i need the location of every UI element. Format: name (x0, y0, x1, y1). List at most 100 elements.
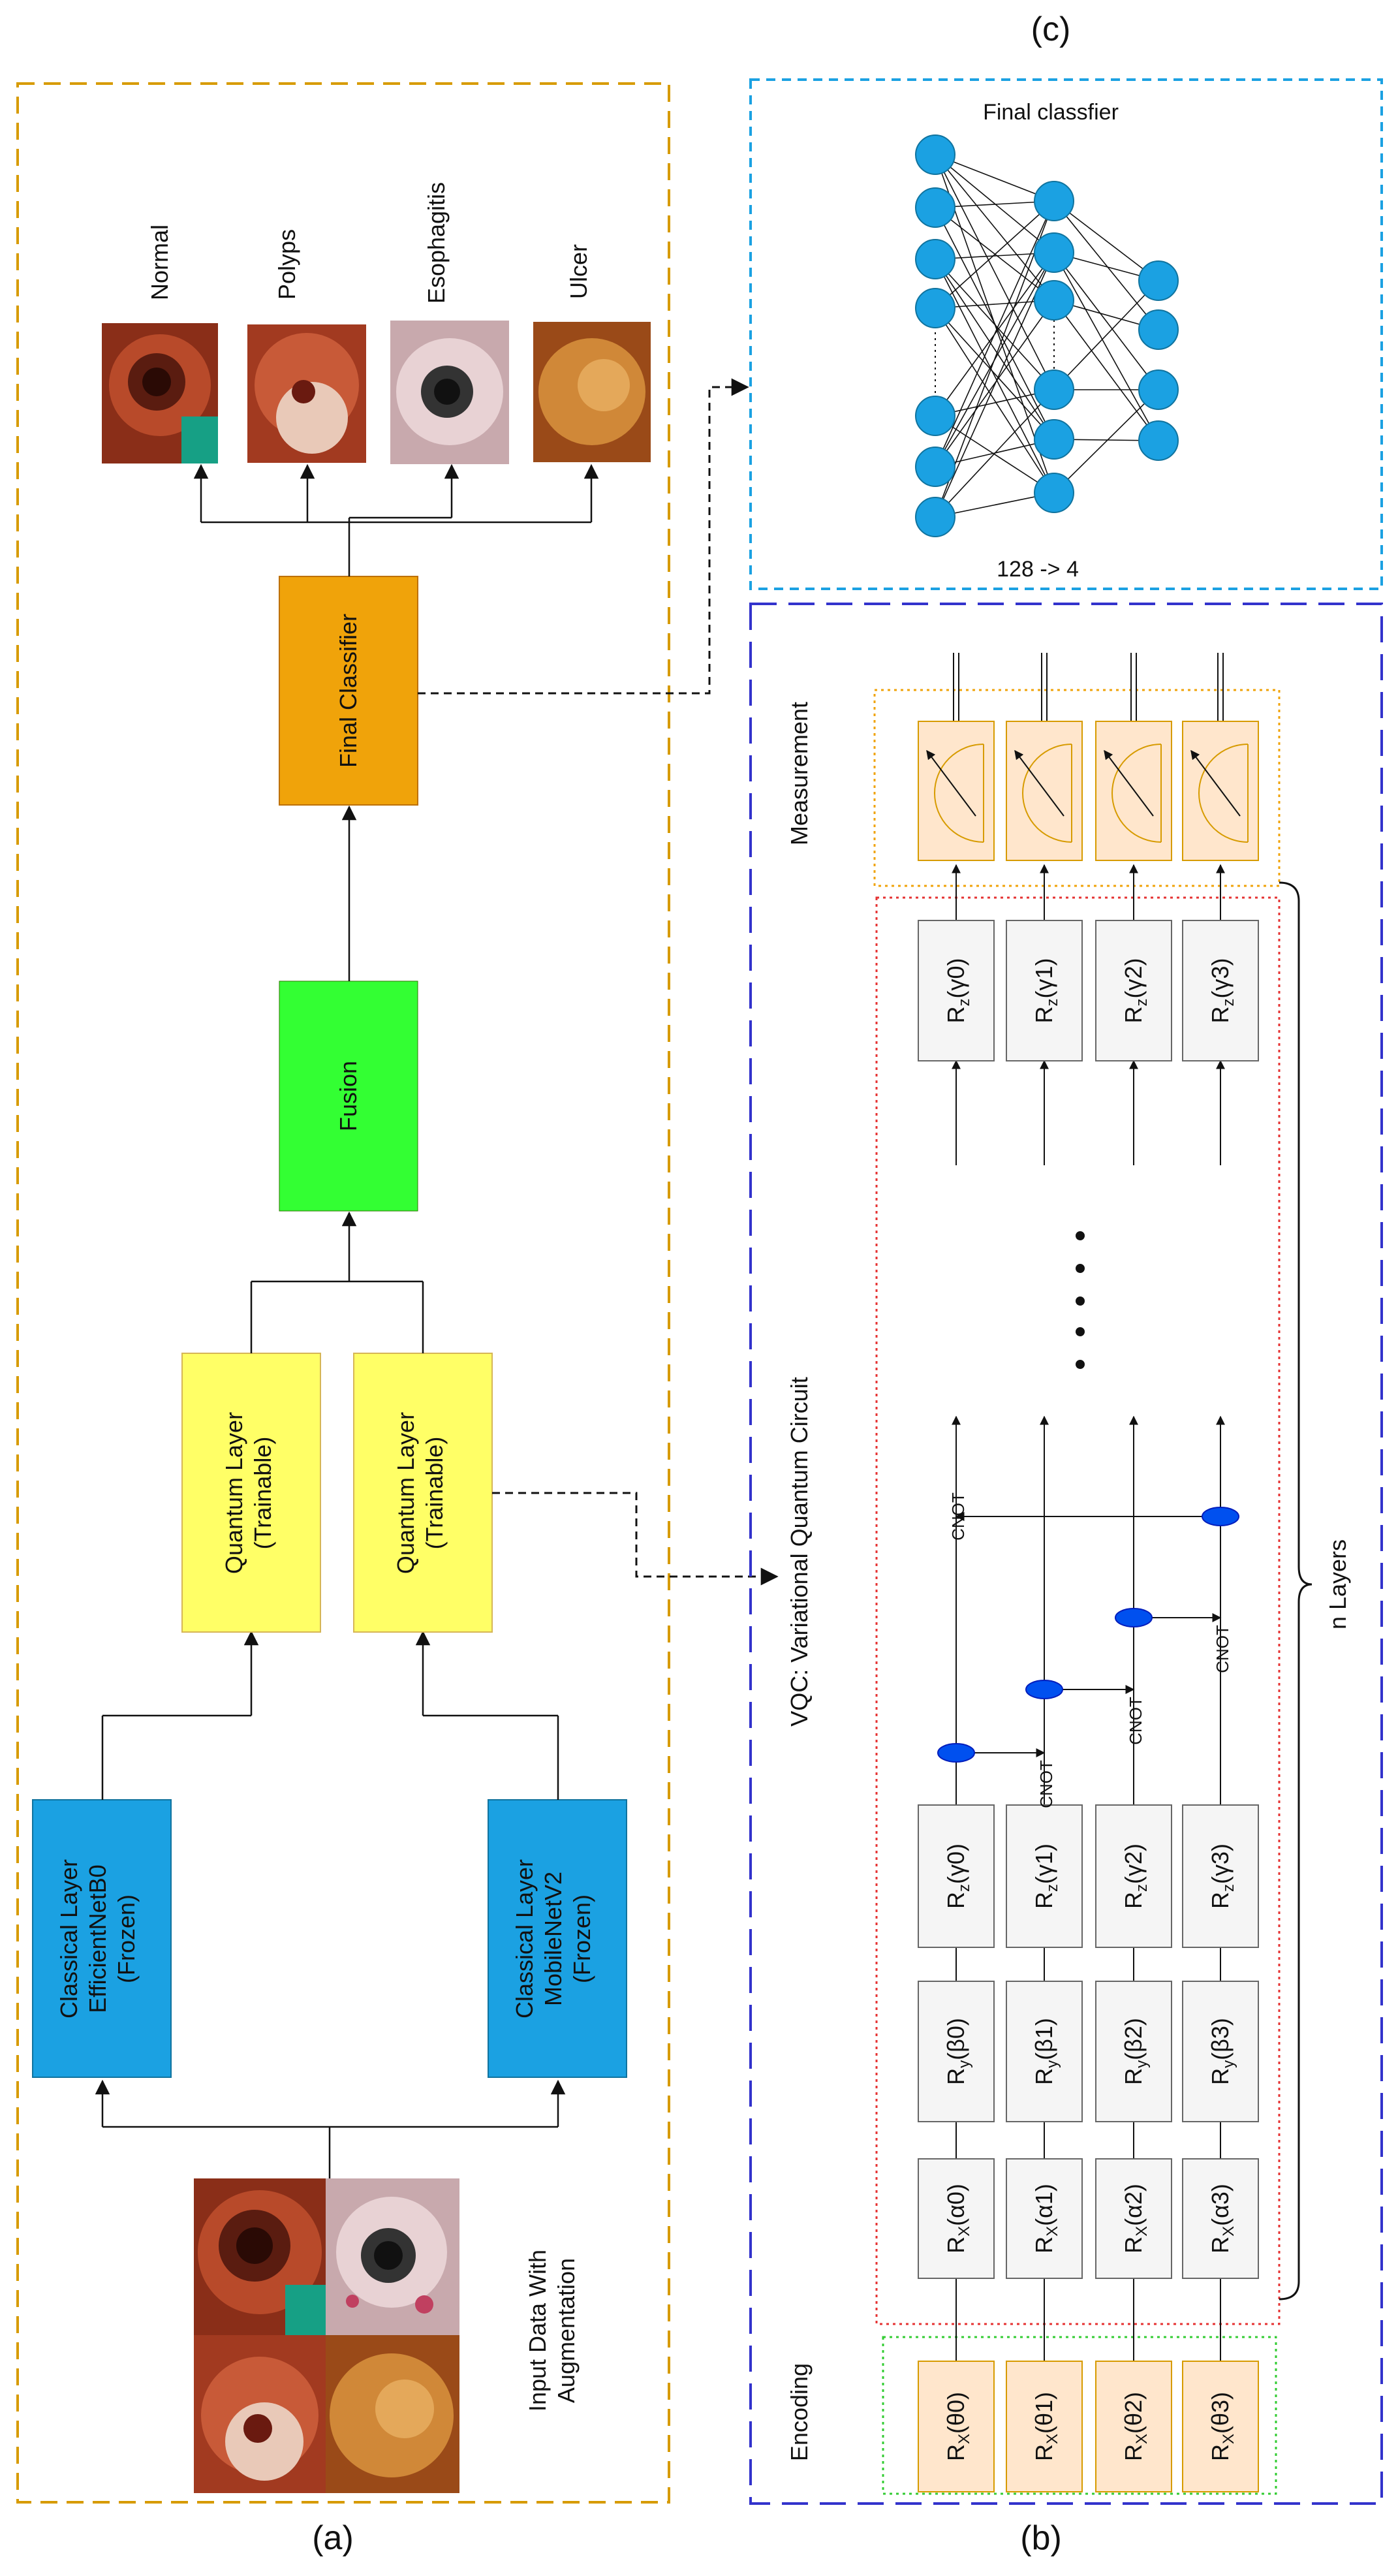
nn-edge (935, 307, 1055, 494)
svg-text:(Trainable): (Trainable) (421, 1437, 448, 1550)
encoding-gate-3: RX(θ3) (1182, 2361, 1259, 2492)
encoding-gate-3-box (1182, 2361, 1259, 2492)
nn-edge (935, 259, 1055, 440)
cnot-label: CNOT (1213, 1625, 1232, 1673)
rx-gate-0: RX(α0) (918, 2158, 995, 2279)
cnot-label: CNOT (948, 1492, 968, 1541)
measurement-needle (1104, 749, 1154, 817)
input-mosaic (194, 2178, 459, 2493)
connector-quantum-fusion (250, 1211, 424, 1353)
class-image-normal (102, 323, 218, 463)
class-image-polyps (247, 324, 366, 463)
rz-gate-3-box (1182, 1804, 1259, 1948)
nn-edge (935, 259, 1055, 494)
cnot-gate-1: CNOT (1025, 1680, 1145, 1745)
rx-gate-0-text: RX(α0) (942, 2184, 973, 2254)
ry-gate-3: Ry(β3) (1182, 1981, 1259, 2122)
ry-gate-1: Ry(β1) (1006, 1981, 1083, 2122)
classical-layer-mobilenet-box (488, 1799, 627, 2078)
class-image-ulcer (533, 322, 651, 462)
nn-node (1034, 181, 1074, 221)
nn-edge (935, 252, 1055, 467)
ry-gate-3-text: Ry(β3) (1207, 2018, 1237, 2085)
panel-label-a: (a) (312, 2519, 354, 2557)
ry-gate-1-text: Ry(β1) (1031, 2018, 1061, 2085)
encoding-gate-0-text: RX(θ0) (942, 2392, 973, 2461)
rz-gate-3: Rz(γ3) (1182, 1804, 1259, 1948)
final-classifier-box (279, 576, 418, 806)
ry-gate-0-param: (β0) (942, 2018, 969, 2060)
dashed-link-to-final-classifier (418, 378, 749, 695)
network-caption: 128 -> 4 (997, 557, 1079, 582)
measurement-gate-1 (1006, 721, 1083, 861)
svg-text:Classical Layer: Classical Layer (511, 1859, 538, 2018)
nn-node (915, 497, 955, 537)
svg-text:(Trainable): (Trainable) (249, 1437, 276, 1550)
svg-text:EfficientNetB0: EfficientNetB0 (84, 1864, 111, 2013)
panel-c-frame (749, 78, 1383, 590)
nn-node (915, 239, 955, 279)
nn-edge (935, 200, 1055, 309)
nn-edge (935, 415, 1055, 494)
svg-text:Quantum Layer: Quantum Layer (392, 1412, 419, 1574)
rx-gate-1-box (1006, 2158, 1083, 2279)
measurement-gate-2 (1095, 721, 1172, 861)
nn-node (1034, 473, 1074, 513)
rz-gate-1-subscript: z (1044, 1884, 1061, 1892)
encoding-gate-1-text: RX(θ1) (1031, 2392, 1061, 2461)
rx-gate-2-box (1095, 2158, 1172, 2279)
svg-text:(Frozen): (Frozen) (568, 1894, 595, 1983)
cnot-label: CNOT (1036, 1760, 1056, 1808)
input-label-line2: Augmentation (553, 2258, 580, 2403)
encoding-dotted-frame (882, 2336, 1277, 2495)
panel-label-c: (c) (1031, 10, 1071, 48)
rx-gate-0-box (918, 2158, 995, 2279)
cnot-label: CNOT (1126, 1697, 1145, 1745)
class-label-normal: Normal (146, 225, 173, 300)
rx-gate-2-param: (α2) (1120, 2184, 1147, 2226)
encoding-label: Encoding (786, 2363, 813, 2461)
quantum-layer-right-box (353, 1353, 493, 1633)
input-label-line1: Input Data With (524, 2250, 551, 2411)
rz-gate-0-text: Rz(γ0) (942, 1844, 973, 1909)
panel-a-frame (16, 82, 670, 2504)
nn-edge (1053, 252, 1159, 390)
ry-gate-2-subscript: y (1133, 2060, 1151, 2068)
rx-gate-1-subscript: X (1044, 2226, 1061, 2237)
final-classifier-label: Final Classifier (335, 614, 362, 768)
nn-node (1138, 260, 1179, 301)
layers-ellipsis (1076, 1231, 1085, 1369)
rz-gate-2-text: Rz(γ2) (1120, 1844, 1151, 1909)
rx-gate-3-text: RX(α3) (1207, 2184, 1237, 2254)
encoding-gate-3-text: RX(θ3) (1207, 2392, 1237, 2461)
encoding-gate-3-subscript: X (1220, 2434, 1237, 2444)
measurement-gate-0 (918, 721, 995, 861)
rx-gate-1: RX(α1) (1006, 2158, 1083, 2279)
input-image-polyps (194, 2335, 326, 2493)
quantum-circuit: RX(θ0)RX(α0)Ry(β0)Rz(γ0)Rz(γ0)RX(θ1)RX(α… (918, 653, 1259, 2492)
rz-gate-3-text: Rz(γ3) (1207, 1844, 1237, 1909)
rz-gate-1-param: (γ1) (1031, 1844, 1057, 1884)
rz-gate-final-1-box (1006, 920, 1083, 1061)
rz-gate-final-0-subscript: z (955, 999, 973, 1007)
rz-gate-0-param: (γ0) (942, 1844, 969, 1884)
measurement-dial (934, 744, 984, 843)
nn-edge (1053, 389, 1159, 494)
ry-gate-1-subscript: y (1044, 2060, 1061, 2068)
quantum-layer-right-label: Quantum Layer (Trainable) (392, 1412, 448, 1574)
ry-gate-0: Ry(β0) (918, 1981, 995, 2122)
nn-node (1034, 369, 1074, 410)
nn-node (1138, 309, 1179, 350)
encoding-gate-1: RX(θ1) (1006, 2361, 1083, 2492)
connector-classical-quantum (101, 1630, 559, 1800)
ry-gate-3-subscript: y (1220, 2060, 1237, 2068)
nn-node (1034, 232, 1074, 273)
nn-edge (935, 154, 1055, 253)
encoding-gate-2: RX(θ2) (1095, 2361, 1172, 2492)
measurement-gate-3 (1182, 721, 1259, 861)
quantum-layer-left-box (181, 1353, 321, 1633)
svg-text:Classical Layer: Classical Layer (55, 1859, 82, 2018)
nn-node (915, 288, 955, 328)
classical-layer-efficientnet-label: Classical Layer EfficientNetB0 (Frozen) (55, 1859, 140, 2018)
rx-gate-1-param: (α1) (1031, 2184, 1057, 2226)
